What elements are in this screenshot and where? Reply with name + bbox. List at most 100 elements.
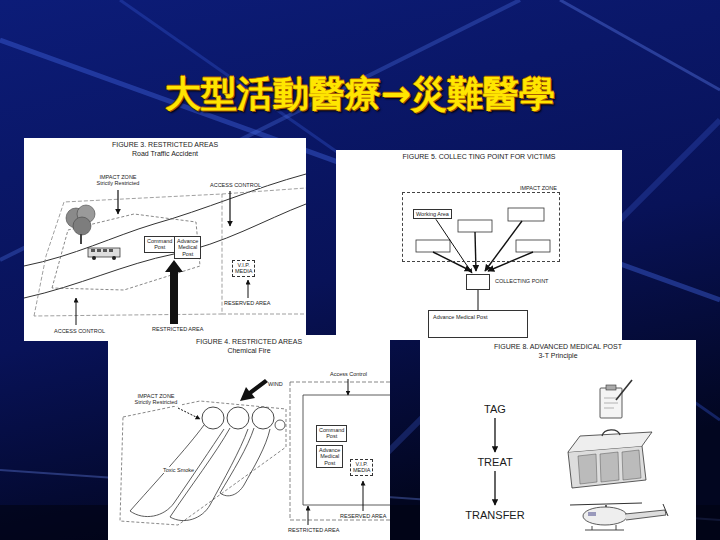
- figure-road-accident: [73, 217, 91, 235]
- dashed-box: V.I.P. MEDIA: [232, 260, 255, 277]
- figure-three-t: [663, 504, 668, 516]
- node-text: FIGURE 4. RESTRICTED AREAS: [108, 335, 390, 346]
- figure-road-accident: [117, 190, 118, 214]
- figure-chemical-fire: [290, 382, 390, 520]
- process-box: Command Post: [316, 425, 347, 442]
- figure-chemical-fire: [220, 428, 270, 496]
- process-box: Advance Medical Post: [316, 445, 343, 468]
- node-text: Command Post: [319, 427, 344, 439]
- figure-collecting-point: [508, 208, 544, 221]
- node-text: TREAT: [477, 456, 512, 468]
- node-text: Advance Medical Post: [319, 447, 340, 466]
- figure-road-accident: [88, 248, 120, 257]
- area-label: RESTRICTED AREA: [288, 527, 339, 533]
- figure-chemical-fire: [227, 407, 249, 429]
- figure-collecting-point: [516, 240, 550, 252]
- step-label: TREAT: [474, 453, 515, 471]
- node-text: Command Post: [147, 238, 172, 250]
- figure-chemical-fire: [363, 481, 364, 511]
- figure-road-accident: [76, 298, 77, 325]
- area-label: RESERVED AREA: [340, 513, 386, 519]
- figure-road-accident: [24, 138, 306, 341]
- figure-road-accident: [24, 174, 306, 266]
- figure-road-accident: [91, 249, 113, 252]
- figure-three-t: [568, 446, 646, 488]
- node-text: Chemical Fire: [108, 346, 390, 355]
- figure-chemical-fire: [178, 408, 200, 419]
- connector: [436, 219, 472, 273]
- node-text: Advance Medical Post: [433, 314, 487, 320]
- figure-three-t: [605, 505, 607, 507]
- process-box: Working Area: [413, 209, 452, 219]
- figure-road-accident: [222, 188, 306, 314]
- node-text: Advance Medical Post: [177, 238, 198, 257]
- figure-three-t: [625, 510, 666, 520]
- figure-collecting-point: [485, 221, 522, 271]
- collecting-box: COLLECTING POINT: [466, 274, 490, 290]
- figure-road-accident: [112, 256, 116, 260]
- slide-title: 大型活動醫療→災難醫學: [0, 70, 720, 118]
- node-text: Working Area: [416, 211, 449, 217]
- node-text: FIGURE 3. RESTRICTED AREAS: [24, 138, 306, 149]
- figure-chemical-fire: [120, 401, 286, 525]
- figure-road-accident: [229, 191, 230, 226]
- figure-road-accident: [34, 194, 222, 316]
- dashed-box: V.I.P. MEDIA: [350, 459, 373, 476]
- figure-panel: FIGURE 3. RESTRICTED AREASRoad Traffic A…: [24, 138, 306, 341]
- figure-three-t: [578, 450, 641, 484]
- figure-three-t: [616, 380, 632, 400]
- figure-chemical-fire: [108, 335, 390, 540]
- figure-collecting-point: [416, 240, 450, 252]
- figure-chemical-fire: [130, 425, 224, 517]
- figure-three-t: [583, 507, 627, 525]
- step-label: TRANSFER: [462, 506, 527, 524]
- slide-background: [560, 0, 720, 90]
- figure-collecting-point: [458, 220, 492, 232]
- figure-chemical-fire: [170, 428, 248, 521]
- figure-three-t: [570, 503, 642, 505]
- figure-road-accident: [165, 260, 183, 324]
- figure-three-t: [420, 340, 696, 540]
- node-text: COLLECTING POINT: [495, 278, 517, 284]
- medical-post-box: Advance Medical Post: [428, 310, 528, 338]
- step-label: TAG: [481, 400, 509, 418]
- figure-chemical-fire: [240, 379, 268, 401]
- area-label: RESTRICTED AREA: [152, 326, 203, 332]
- figure-three-t: [602, 430, 620, 436]
- node-text: FIGURE 8. ADVANCED MEDICAL POST: [420, 340, 696, 351]
- figure-chemical-fire: [252, 407, 274, 429]
- area-label: IMPACT ZONE Strictly Restricted: [92, 174, 144, 187]
- connector: [494, 418, 495, 452]
- area-label: Access Control: [330, 371, 367, 377]
- figure-three-t: [420, 340, 696, 540]
- figure-panel: FIGURE 5. COLLEC TING POINT FOR VICTIMS I…: [336, 150, 622, 340]
- figure-three-t: [588, 512, 596, 516]
- node-text: TAG: [484, 403, 506, 415]
- area-label: WIND: [268, 381, 283, 387]
- figure-panel: FIGURE 8. ADVANCED MEDICAL POST3-T Princ…: [420, 340, 696, 540]
- node-text: V.I.P. MEDIA: [353, 461, 370, 473]
- node-text: IMPACT ZONE: [403, 185, 559, 191]
- node-text: Road Traffic Accident: [24, 149, 306, 158]
- figure-collecting-point: [336, 150, 622, 340]
- figure-chemical-fire: [275, 420, 285, 430]
- figure-chemical-fire: [108, 335, 390, 540]
- figure-road-accident: [80, 234, 82, 244]
- figure-road-accident: [92, 256, 96, 260]
- figure-chemical-fire: [202, 407, 224, 429]
- area-label: IMPACT ZONE Strictly Restricted: [130, 393, 182, 406]
- area-label: ACCESS CONTROL: [54, 328, 105, 334]
- node-text: TRANSFER: [465, 509, 524, 521]
- node-text: FIGURE 5. COLLEC TING POINT FOR VICTIMS: [336, 150, 622, 161]
- figure-three-t: [606, 385, 616, 390]
- process-box: Command Post: [144, 236, 175, 253]
- figure-three-t: [568, 432, 652, 452]
- connector: [494, 471, 495, 505]
- zone-box: IMPACT ZONEWorking Area: [402, 192, 560, 262]
- area-label: ACCESS CONTROL: [210, 182, 261, 188]
- figure-road-accident: [24, 138, 306, 341]
- figure-chemical-fire: [308, 506, 309, 525]
- figure-panel: FIGURE 4. RESTRICTED AREASChemical FireC…: [108, 335, 390, 540]
- figure-three-t: [600, 388, 622, 418]
